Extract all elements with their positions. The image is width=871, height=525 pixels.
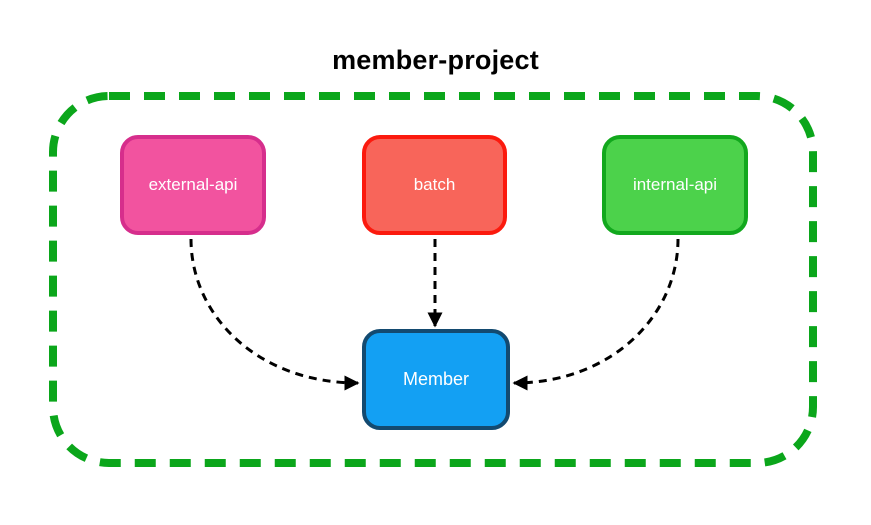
diagram-title: member-project: [332, 45, 539, 75]
node-internal-api: internal-api: [602, 135, 748, 235]
node-batch-label: batch: [413, 175, 456, 194]
node-internal-api-label: internal-api: [632, 175, 718, 194]
edge-external-api-to-member: [189, 238, 360, 391]
node-member-label: Member: [402, 369, 469, 389]
node-member: Member: [362, 329, 510, 430]
project-boundary: [49, 92, 817, 467]
node-batch: batch: [362, 135, 507, 235]
node-external-api: external-api: [120, 135, 266, 235]
edge-internal-api-to-member: [512, 238, 680, 391]
node-external-api-label: external-api: [148, 175, 238, 194]
